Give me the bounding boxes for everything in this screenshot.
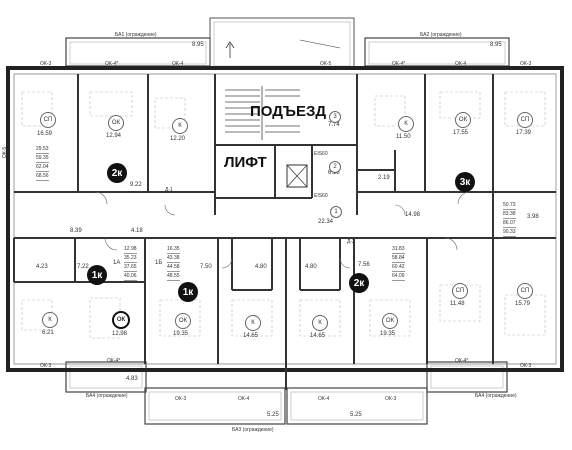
balcony-note-br: БА4 (ограждение)	[475, 393, 517, 399]
room-code-bedroom: ОК	[175, 313, 191, 329]
apt-mark-1a: 1А	[113, 260, 121, 266]
area-tr-kit: 11.50	[396, 134, 411, 140]
window-mark: ОК-4*	[105, 61, 119, 67]
area-bath-bm1: 4.80	[255, 264, 267, 270]
area-hall-bm2: 7.56	[358, 262, 370, 268]
window-mark: ОК-4*	[392, 61, 406, 67]
balcony-note-tl: БА1 (ограждение)	[115, 32, 157, 38]
axis-left-mark: ОК-5	[2, 146, 9, 159]
area-balc-b1: 5.25	[267, 412, 279, 418]
entrance-label: ПОДЪЕЗД	[250, 103, 327, 120]
window-mark: ОК-3	[520, 61, 532, 67]
window-mark: ОК-4	[172, 61, 184, 67]
room-code-bedroom: ОК	[455, 112, 471, 128]
area-bl-bed: 12.98	[112, 331, 128, 337]
window-mark: ОК-3	[175, 396, 187, 402]
area-hall-right: 14.98	[405, 212, 421, 218]
room-code-bedroom: ОК	[108, 115, 124, 131]
apt-mark-1b: 1Б	[155, 260, 163, 266]
area-bl-kit: 6.21	[42, 330, 54, 336]
area-bm1-kit: 14.65	[243, 333, 259, 339]
balcony-note-bl: БА4 (ограждение)	[86, 393, 128, 399]
area-br-living: 11.48	[450, 301, 465, 307]
room-code-living: СП	[40, 112, 56, 128]
window-mark: ОК-4*	[107, 358, 121, 364]
room-code-kitchen: К	[42, 312, 58, 328]
fire-door-label: EIS60	[314, 151, 328, 157]
area-balc-tl: 8.95	[192, 42, 204, 48]
area-tl-living: 16.59	[37, 131, 53, 137]
fire-door-label: EIS60	[314, 193, 328, 199]
area-balc-b2: 5.25	[350, 412, 362, 418]
area-wc-tl: 8.39	[70, 228, 82, 234]
area-hall-bl: 7.22	[77, 264, 89, 270]
room-code-living: СП	[452, 283, 468, 299]
area-bath-tl: 4.18	[131, 228, 143, 234]
room-code-kitchen: К	[312, 315, 328, 331]
hall-number-circle: 1	[330, 206, 342, 218]
balcony-note-tr: БА2 (ограждение)	[420, 32, 462, 38]
door-mark: Д-1	[165, 187, 173, 193]
elevator-label: ЛИФТ	[224, 154, 267, 171]
window-mark: ОК-4	[318, 396, 330, 402]
window-mark: ОК-4	[238, 396, 250, 402]
area-bm1-bed: 19.35	[173, 331, 189, 337]
room-code-bedroom-marked: ОК	[112, 311, 130, 329]
window-mark: ОК-5	[320, 61, 332, 67]
window-mark: ОК-4	[455, 61, 467, 67]
area-tl-bed: 12.94	[106, 133, 122, 139]
room-code-bedroom: ОК	[382, 313, 398, 329]
stair-number-circle: 3	[329, 111, 341, 123]
window-mark: ОК-3	[385, 396, 397, 402]
room-code-living: СП	[517, 283, 533, 299]
area-wc-tr: 3.98	[527, 214, 539, 220]
area-bath-tr: 2.19	[378, 175, 390, 181]
area-tl-kit: 12.20	[170, 136, 186, 142]
area-balc-tr: 8.95	[490, 42, 502, 48]
room-code-kitchen: К	[172, 118, 188, 134]
apt-badge-tr: 3к	[455, 172, 475, 192]
door-mark: Д-2	[347, 239, 355, 245]
window-mark: ОК-3	[40, 363, 52, 369]
apt-badge-br: 2к	[349, 273, 369, 293]
area-br-living2: 15.79	[515, 301, 531, 307]
apt-badge-bm: 1к	[178, 282, 198, 302]
window-mark: ОК-4*	[455, 358, 469, 364]
area-bm2-kit: 14.65	[310, 333, 326, 339]
lobby-number-circle: 2	[329, 161, 341, 173]
room-code-kitchen: К	[398, 116, 414, 132]
area-hall-center: 22.34	[318, 219, 334, 225]
area-balc-bl: 4.83	[126, 376, 138, 382]
apt-badge-bl: 1к	[87, 265, 107, 285]
window-mark: ОК-3	[520, 363, 532, 369]
room-code-living: СП	[517, 112, 533, 128]
area-bath-bl: 4.23	[36, 264, 48, 270]
area-bm2-bed: 19.35	[380, 331, 396, 337]
area-bath-bm2: 4.80	[305, 264, 317, 270]
area-tr-bed: 17.55	[453, 130, 469, 136]
area-stair: 7.74	[328, 122, 340, 128]
apt-badge-tl: 2к	[107, 163, 127, 183]
area-hall-bm1: 7.50	[200, 264, 212, 270]
area-hall-tl: 9.22	[130, 182, 142, 188]
area-lobby-small: 6.18	[328, 170, 340, 176]
area-tr-living: 17.39	[516, 130, 532, 136]
room-code-kitchen: К	[245, 315, 261, 331]
window-mark: ОК-3	[40, 61, 52, 67]
balcony-note-bm: БА3 (ограждение)	[232, 427, 274, 433]
